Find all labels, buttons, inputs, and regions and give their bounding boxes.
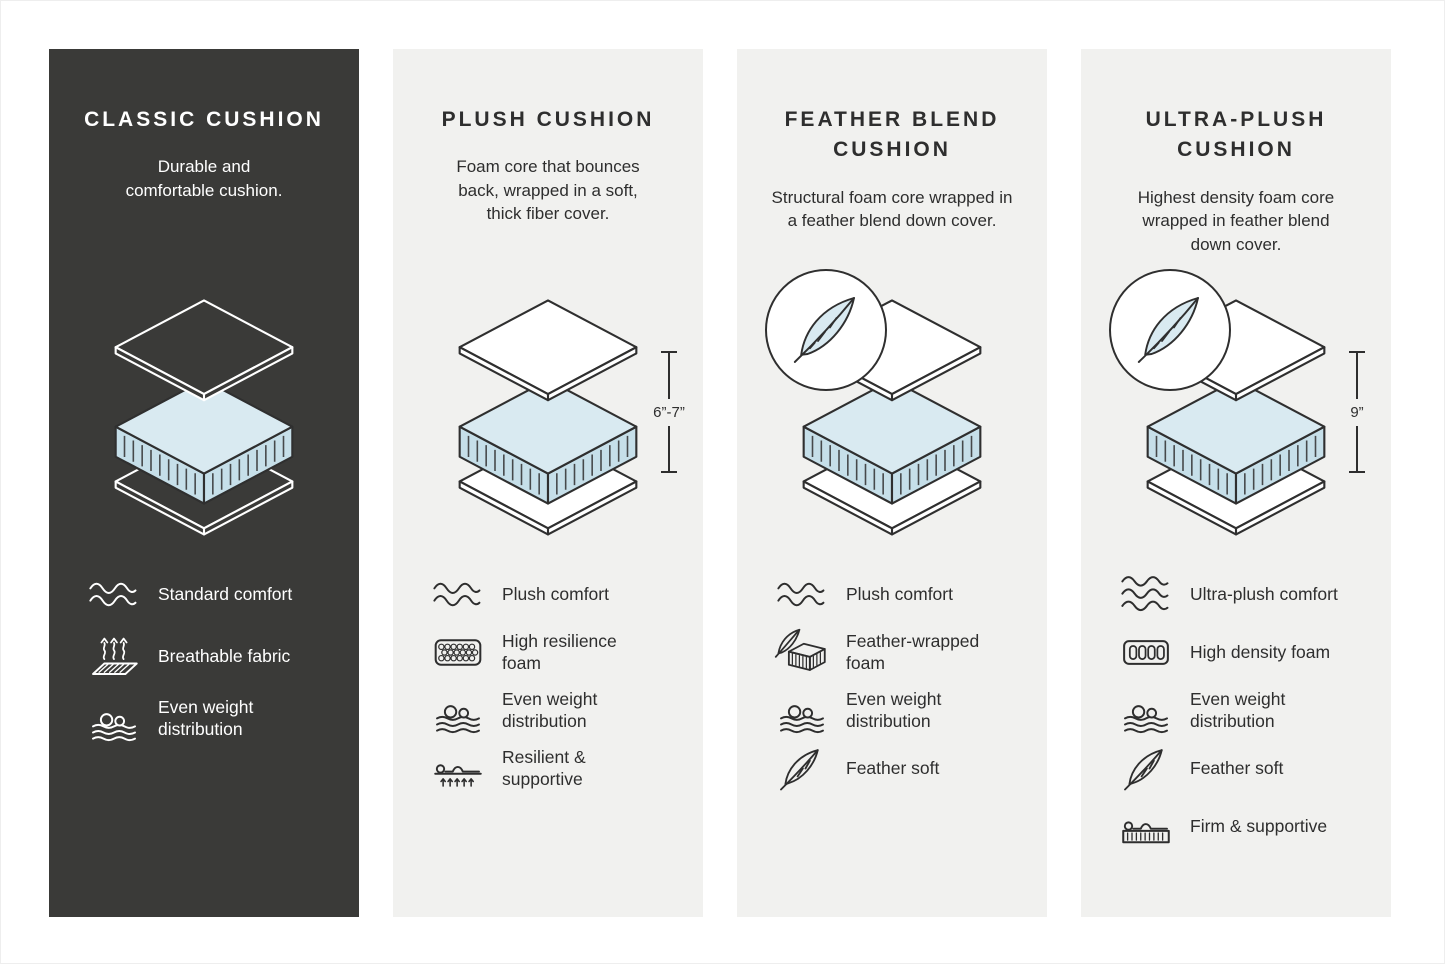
measure-line-bottom xyxy=(668,425,670,471)
card-description: Structural foam core wrapped in a feathe… xyxy=(771,187,1013,231)
card-title: ULTRA-PLUSH CUSHION xyxy=(1145,108,1327,162)
measure-line-top xyxy=(1356,353,1358,399)
measure-label: 9” xyxy=(1350,403,1364,421)
feature-row: Plush comfort xyxy=(429,569,689,619)
measure-bottom-cap xyxy=(661,471,677,473)
measure-bottom-cap xyxy=(1349,471,1365,473)
height-measurement: 6”-7” xyxy=(642,351,696,473)
feature-label: Breathable fabric xyxy=(158,645,291,666)
feature-row: Even weight distribution xyxy=(773,685,1033,735)
feature-label: Feather-wrapped foam xyxy=(846,630,980,673)
feature-row: Resilient & supportive xyxy=(429,743,689,793)
feature-row: Firm & supportive xyxy=(1117,801,1377,851)
feature-row: Even weight distribution xyxy=(429,685,689,735)
classic-cushion-card: CLASSIC CUSHION Durable and comfortable … xyxy=(49,49,359,917)
card-description: Highest density foam core wrapped in fea… xyxy=(1137,187,1335,254)
feature-row: Plush comfort xyxy=(773,569,1033,619)
layered-cushion-illustration xyxy=(98,295,310,539)
feature-row: Feather soft xyxy=(773,743,1033,793)
measure-line-top xyxy=(668,353,670,399)
ultra-plush-waves-icon xyxy=(1117,570,1175,619)
feather-wrapped-foam-icon xyxy=(773,628,831,677)
measure-line-bottom xyxy=(1356,425,1358,471)
feature-label: Firm & supportive xyxy=(1190,815,1328,836)
measure-top-cap xyxy=(661,351,677,353)
resilient-supportive-icon xyxy=(429,744,487,793)
feature-label: Even weight distribution xyxy=(846,688,942,731)
feature-row: Even weight distribution xyxy=(85,693,345,743)
feather-soft-icon xyxy=(1117,744,1175,793)
card-title: CLASSIC CUSHION xyxy=(84,108,324,131)
feather-icon xyxy=(786,290,866,370)
feather-soft-icon xyxy=(773,744,831,793)
feature-label: Resilient & supportive xyxy=(502,746,586,789)
feather-icon xyxy=(1130,290,1210,370)
feature-row: Feather-wrapped foam xyxy=(773,627,1033,677)
cushion-diagram: 9” xyxy=(1081,269,1391,555)
comfort-waves-icon xyxy=(85,570,143,619)
even-weight-icon xyxy=(1117,686,1175,735)
feather-badge xyxy=(765,269,887,391)
feature-label: Plush comfort xyxy=(502,583,609,604)
feature-label: Even weight distribution xyxy=(1190,688,1286,731)
comfort-waves-icon xyxy=(773,570,831,619)
feature-row: Standard comfort xyxy=(85,569,345,619)
breathable-fabric-icon xyxy=(85,632,143,681)
plush-cushion-card: PLUSH CUSHION Foam core that bounces bac… xyxy=(393,49,703,917)
feature-row: Ultra-plush comfort xyxy=(1117,569,1377,619)
feature-label: Even weight distribution xyxy=(502,688,598,731)
feature-label: Feather soft xyxy=(1190,757,1284,778)
even-weight-icon xyxy=(85,694,143,743)
feature-label: Standard comfort xyxy=(158,583,293,604)
feature-row: High resilience foam xyxy=(429,627,689,677)
feature-label: Even weight distribution xyxy=(158,696,254,739)
cushion-diagram xyxy=(49,289,359,555)
height-measurement: 9” xyxy=(1330,351,1384,473)
card-title: PLUSH CUSHION xyxy=(441,108,655,131)
card-title: FEATHER BLEND CUSHION xyxy=(784,108,1000,162)
resilience-foam-icon xyxy=(429,628,487,677)
feature-list: Plush comfort Feather-wrapped foam Even … xyxy=(773,569,1033,801)
feature-row: Breathable fabric xyxy=(85,631,345,681)
feature-label: Plush comfort xyxy=(846,583,953,604)
feature-list: Plush comfort High resilience foam Even … xyxy=(429,569,689,801)
even-weight-icon xyxy=(773,686,831,735)
card-description: Durable and comfortable cushion. xyxy=(125,157,283,200)
card-description: Foam core that bounces back, wrapped in … xyxy=(456,157,640,224)
cushion-diagram: 6”-7” xyxy=(393,289,703,555)
feature-row: High density foam xyxy=(1117,627,1377,677)
feature-row: Even weight distribution xyxy=(1117,685,1377,735)
even-weight-icon xyxy=(429,686,487,735)
feature-label: High density foam xyxy=(1190,641,1331,662)
measure-label: 6”-7” xyxy=(653,403,685,421)
feature-list: Ultra-plush comfort High density foam Ev… xyxy=(1117,569,1377,859)
density-foam-icon xyxy=(1117,628,1175,677)
layered-cushion-illustration xyxy=(442,295,654,539)
comfort-waves-icon xyxy=(429,570,487,619)
feature-label: Feather soft xyxy=(846,757,940,778)
ultra-plush-cushion-card: ULTRA-PLUSH CUSHION Highest density foam… xyxy=(1081,49,1391,917)
firm-supportive-icon xyxy=(1117,802,1175,851)
feather-blend-cushion-card: FEATHER BLEND CUSHION Structural foam co… xyxy=(737,49,1047,917)
feature-label: High resilience foam xyxy=(502,630,617,673)
feather-badge xyxy=(1109,269,1231,391)
measure-top-cap xyxy=(1349,351,1365,353)
feature-row: Feather soft xyxy=(1117,743,1377,793)
feature-list: Standard comfort Breathable fabric Even … xyxy=(85,569,345,755)
feature-label: Ultra-plush comfort xyxy=(1190,583,1338,604)
cushion-diagram xyxy=(737,269,1047,555)
